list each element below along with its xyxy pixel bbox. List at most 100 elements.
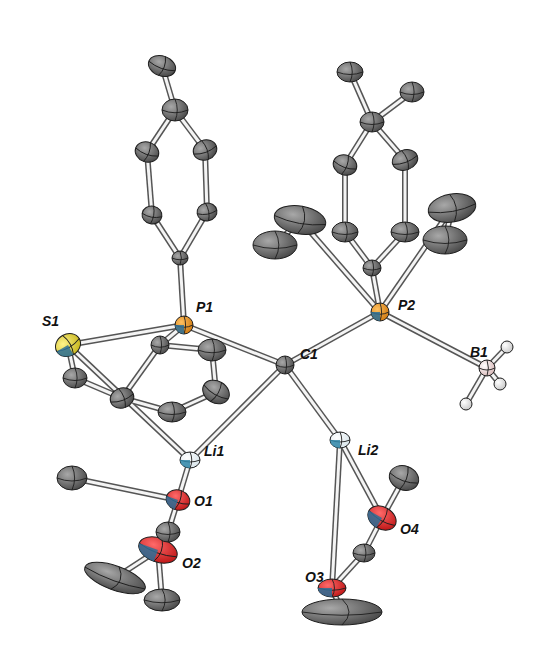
ellipsoid [389, 146, 420, 174]
ellipsoid [163, 486, 192, 513]
ellipsoid [198, 375, 233, 408]
atom-ellipsoid [253, 231, 297, 259]
ellipsoid [332, 222, 358, 242]
atom-ellipsoid [371, 303, 389, 321]
principal-ellipse [363, 260, 381, 276]
principal-ellipse [162, 99, 188, 121]
bond-stick [68, 345, 190, 460]
principal-ellipse [360, 112, 384, 132]
ellipsoid [57, 466, 87, 490]
principal-ellipse [144, 589, 180, 611]
principal-ellipse [132, 138, 161, 165]
atom-ellipsoid [364, 501, 401, 535]
ellipsoid [330, 432, 350, 448]
atom-ellipsoid [57, 466, 87, 490]
atom-label: Li2 [358, 443, 378, 457]
octant-shading [163, 496, 178, 510]
atom-ellipsoid [460, 398, 472, 410]
bond-stick [190, 365, 285, 460]
ellipsoid [302, 599, 382, 625]
atom-ellipsoid [175, 316, 193, 334]
atom-ellipsoid [501, 341, 513, 353]
principal-ellipse [423, 226, 467, 254]
principal-ellipse [302, 599, 382, 625]
atom-ellipsoid [389, 146, 420, 174]
atom-ellipsoid [196, 201, 219, 222]
principal-ellipse [353, 544, 375, 562]
octant-shading [135, 543, 158, 561]
ellipsoid [371, 303, 389, 321]
atom-label: P2 [398, 298, 415, 312]
bond-outline [180, 258, 184, 325]
ellipsoid [158, 402, 186, 422]
ellipsoid [360, 112, 384, 132]
ellipsoid [253, 231, 297, 259]
principal-ellipse [196, 201, 219, 222]
principal-ellipse [156, 522, 180, 542]
bond-outline [285, 312, 380, 365]
principal-ellipse [276, 356, 294, 374]
ellipsoid [391, 222, 419, 242]
principal-ellipse [391, 222, 419, 242]
ellipsoid [132, 138, 161, 165]
ellipsoid [141, 204, 164, 225]
atom-ellipsoid [363, 260, 381, 276]
atom-label: B1 [470, 345, 488, 359]
atom-ellipsoid [132, 138, 161, 165]
ellipsoid [172, 251, 188, 265]
bond-outline [332, 440, 340, 588]
bond-outline [68, 345, 190, 460]
ellipsoid [501, 341, 513, 353]
atom-ellipsoid [423, 226, 467, 254]
atom-ellipsoid [198, 375, 233, 408]
principal-ellipse [172, 251, 188, 265]
ellipsoid [337, 62, 363, 82]
ellipsoid [353, 544, 375, 562]
principal-ellipse [364, 501, 401, 535]
principal-ellipse [145, 52, 178, 80]
octant-shading [57, 345, 74, 361]
ellipsoid [460, 398, 472, 410]
octant-shading [330, 440, 340, 448]
bond-stick [332, 440, 340, 588]
bond-outline [184, 325, 285, 365]
ellipsoid [198, 339, 226, 361]
ellipsoid [162, 99, 188, 121]
atom-label: Li1 [204, 444, 224, 458]
ellipsoid [196, 201, 219, 222]
principal-ellipse [151, 336, 169, 354]
atom-ellipsoid [144, 589, 180, 611]
atom-ellipsoid [151, 336, 169, 354]
ellipsoid [107, 384, 136, 411]
atom-ellipsoid [190, 136, 219, 163]
atom-ellipsoid [156, 522, 180, 542]
octant-shading [364, 511, 382, 528]
atom-ellipsoid [360, 112, 384, 132]
ellipsoid [175, 316, 193, 334]
principal-ellipse [107, 384, 136, 411]
atom-label: S1 [42, 314, 59, 328]
octant-shading [318, 588, 332, 597]
principal-ellipse [253, 231, 297, 259]
bond-stick [285, 365, 340, 440]
principal-ellipse [175, 316, 193, 334]
principal-ellipse [330, 432, 350, 448]
principal-ellipse [81, 556, 149, 600]
atom-ellipsoid [158, 402, 186, 422]
ellipsoid [180, 452, 200, 468]
atom-ellipsoid [141, 204, 164, 225]
ellipsoid [144, 589, 180, 611]
octant-shading [180, 460, 190, 468]
principal-ellipse [389, 146, 420, 174]
principal-ellipse [426, 190, 478, 226]
principal-ellipse [57, 466, 87, 490]
principal-ellipse [158, 402, 186, 422]
principal-ellipse [63, 368, 87, 388]
ellipsoid [145, 52, 178, 80]
bond-outline [285, 365, 340, 440]
atom-ellipsoid [330, 432, 350, 448]
atom-ellipsoid [494, 378, 506, 390]
bond-stick [380, 312, 487, 368]
principal-ellipse [198, 375, 233, 408]
